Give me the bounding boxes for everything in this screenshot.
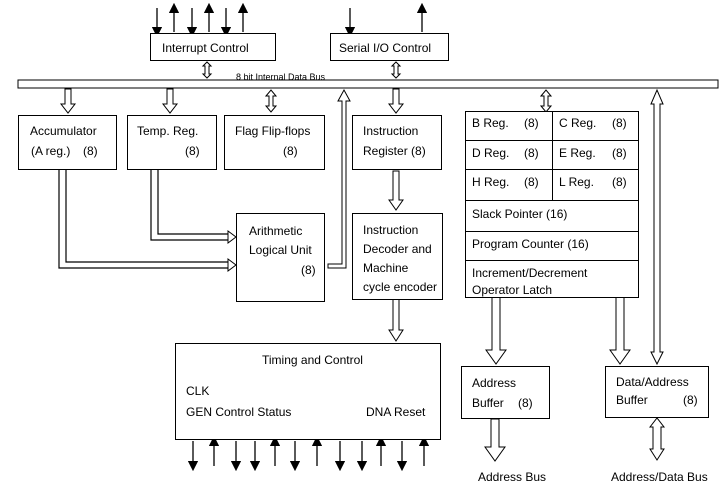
serial-io-control-label: Serial I/O Control (339, 41, 432, 55)
serial-signal-lines (344, 2, 428, 38)
timing-signal-lines (187, 435, 430, 472)
register-array-box: B Reg. (8) C Reg. (8) D Reg. (8) E Reg. … (465, 111, 639, 298)
data-buffer-line1: Data/Address (616, 375, 689, 389)
accumulator-label: Accumulator (30, 124, 97, 138)
register-divider-5 (466, 260, 638, 261)
instruction-register-label: Instruction (363, 124, 419, 138)
internal-data-bus (17, 79, 719, 89)
instruction-register-bits: Register (8) (363, 144, 426, 158)
bus-link-arrows (59, 61, 666, 462)
h-reg-bits: (8) (524, 175, 539, 189)
l-reg-bits: (8) (612, 175, 627, 189)
d-reg-label: D Reg. (472, 146, 510, 160)
program-counter-label: Program Counter (16) (472, 237, 589, 251)
gen-control-status-label: GEN Control Status (186, 405, 292, 419)
alu-box: Arithmetic Logical Unit (8) (236, 213, 325, 302)
register-divider-4 (466, 231, 638, 232)
flag-flip-flops-bits: (8) (283, 144, 298, 158)
inc-dec-latch-line2: Operator Latch (472, 283, 553, 297)
register-divider-vertical (552, 112, 553, 200)
b-reg-label: B Reg. (472, 116, 509, 130)
alu-bits: (8) (301, 263, 316, 277)
register-divider-3 (466, 200, 638, 201)
accumulator-box: Accumulator (A reg.) (8) (18, 115, 117, 170)
temp-register-label: Temp. Reg. (137, 124, 199, 138)
interrupt-control-box: Interrupt Control (150, 33, 276, 61)
alu-label-line2: Logical Unit (249, 243, 312, 257)
alu-input-paths (58, 170, 230, 269)
alu-label-line1: Arithmetic (249, 224, 303, 238)
temp-register-bits: (8) (185, 144, 200, 158)
flag-flip-flops-label: Flag Flip-flops (235, 124, 311, 138)
bus-label: 8 bit Internal Data Bus (236, 72, 326, 82)
timing-control-title: Timing and Control (262, 353, 363, 367)
serial-io-control-box: Serial I/O Control (330, 33, 449, 61)
b-reg-bits: (8) (524, 116, 539, 130)
instruction-register-box: Instruction Register (8) (352, 115, 442, 170)
accumulator-bits: (8) (83, 144, 98, 158)
address-buffer-line2: Buffer (472, 396, 504, 410)
decoder-label-line3: Machine (363, 261, 409, 275)
stack-pointer-label: Slack Pointer (16) (472, 207, 568, 221)
interrupt-control-label: Interrupt Control (162, 41, 249, 55)
decoder-label-line1: Instruction (363, 223, 419, 237)
c-reg-label: C Reg. (559, 116, 597, 130)
address-buffer-line1: Address (472, 376, 517, 390)
register-divider-2 (466, 169, 638, 170)
decoder-label-line4: cycle encoder (363, 280, 438, 294)
address-buffer-box: Address Buffer (8) (461, 366, 550, 419)
d-reg-bits: (8) (524, 146, 539, 160)
decoder-label-line2: Decoder and (363, 242, 432, 256)
address-bus-label: Address Bus (478, 470, 547, 484)
dna-reset-label: DNA Reset (366, 405, 426, 419)
data-address-buffer-box: Data/Address Buffer (8) (605, 366, 709, 418)
inc-dec-latch-line1: Increment/Decrement (472, 266, 588, 280)
accumulator-reg-label: (A reg.) (31, 144, 71, 158)
l-reg-label: L Reg. (559, 175, 594, 189)
alu-input-arrowheads (227, 230, 237, 272)
address-buffer-bits: (8) (518, 396, 533, 410)
address-data-bus-label: Address/Data Bus (611, 470, 708, 484)
e-reg-label: E Reg. (559, 146, 596, 160)
h-reg-label: H Reg. (472, 175, 510, 189)
register-divider-1 (466, 140, 638, 141)
e-reg-bits: (8) (612, 146, 627, 160)
timing-control-box: Timing and Control CLK GEN Control Statu… (175, 343, 441, 440)
data-buffer-bits: (8) (683, 393, 698, 407)
instruction-decoder-box: Instruction Decoder and Machine cycle en… (352, 213, 443, 300)
interrupt-signal-lines (151, 2, 249, 38)
c-reg-bits: (8) (612, 116, 627, 130)
flag-flip-flops-box: Flag Flip-flops (8) (224, 115, 325, 170)
data-buffer-line2: Buffer (616, 393, 648, 407)
clk-label: CLK (186, 384, 210, 398)
temp-register-box: Temp. Reg. (8) (127, 115, 217, 170)
